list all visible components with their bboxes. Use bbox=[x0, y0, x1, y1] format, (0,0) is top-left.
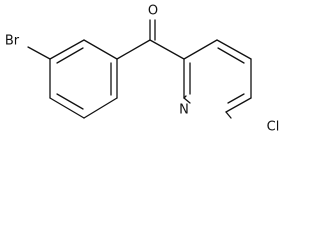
pyridine-double-bond bbox=[217, 47, 245, 64]
bromine-atom-label: Br bbox=[5, 34, 20, 49]
bond-carbonyl-to-pyridine bbox=[149, 39, 185, 60]
benzene-double-bond bbox=[56, 93, 84, 110]
pyridine-bond bbox=[225, 97, 252, 113]
benzene-bond bbox=[49, 97, 85, 119]
benzene-double-bond bbox=[56, 47, 84, 64]
benzene-bond bbox=[83, 39, 118, 60]
oxygen-atom-label: O bbox=[148, 4, 158, 19]
nitrogen-atom-label: N bbox=[179, 103, 189, 118]
chemical-structure-diagram: O Br N Cl bbox=[5, 4, 280, 135]
bond-carbonyl-to-benzene bbox=[116, 39, 151, 60]
pyridine-bond bbox=[183, 39, 218, 60]
chlorine-atom-label: Cl bbox=[267, 120, 280, 135]
benzene-bond bbox=[49, 39, 85, 60]
bromine-bond bbox=[27, 46, 51, 60]
benzene-bond bbox=[83, 97, 118, 119]
pyridine-double-bond bbox=[227, 93, 245, 104]
pyridine-bond bbox=[183, 97, 191, 104]
chlorine-bond bbox=[225, 111, 232, 119]
pyridine-bond bbox=[216, 39, 252, 60]
